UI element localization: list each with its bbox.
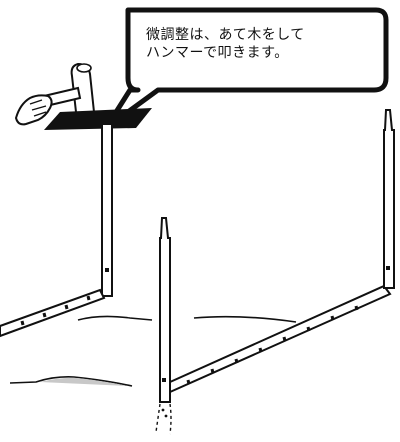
- right-rail: [169, 284, 392, 394]
- callout-text: 微調整は、あて木をして ハンマーで叩きます。: [146, 27, 305, 61]
- left-post: [101, 123, 113, 297]
- left-rail: [0, 288, 106, 338]
- right-post: [383, 109, 395, 289]
- callout-bubble: [103, 7, 389, 131]
- ground-shadow: [40, 377, 128, 386]
- hammer-hand-illustration: [14, 62, 152, 130]
- center-post: [155, 217, 172, 435]
- ground-patches: [9, 315, 297, 387]
